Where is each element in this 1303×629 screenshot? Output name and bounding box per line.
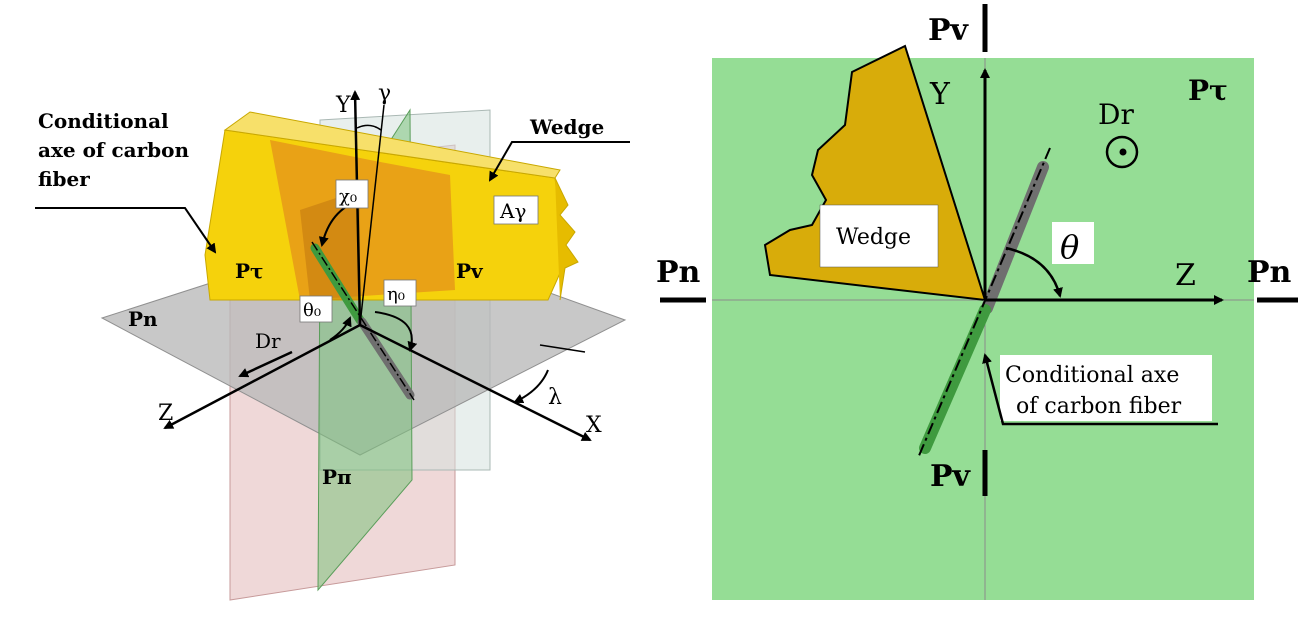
fiber-axis-dashdot-right — [917, 147, 1051, 459]
agamma-label-box — [493, 195, 539, 225]
x-axis-arrow — [359, 323, 592, 442]
right-2d-diagram: Pv Pv Pn Pn Pτ Y Z Dr θ Wedge Conditiona… — [656, 4, 1298, 600]
right-axis-y-label: Y — [929, 77, 951, 112]
right-pv-bottom-label: Pv — [930, 459, 972, 494]
left-3d-diagram: Y γ Z X χ₀ θ₀ η₀ λ Dr Aγ Pτ Pv Pn Pп Con… — [35, 81, 630, 601]
left-pn-label: Pn — [128, 307, 158, 331]
fiber-rod-green-right — [919, 304, 991, 454]
left-lambda-label: λ — [548, 385, 562, 410]
fiber-callout-leader-right — [982, 353, 1218, 426]
lambda-line — [539, 344, 586, 353]
fiber-rod-green — [310, 243, 365, 325]
wedge-label-box — [819, 204, 939, 268]
dr-arrow — [238, 350, 293, 378]
theta-label-box — [1052, 222, 1094, 264]
left-axis-z-label: Z — [158, 401, 173, 426]
chi0-label-box — [335, 179, 369, 209]
wedge-inner-shadow — [300, 190, 360, 300]
theta0-label-box — [299, 295, 333, 323]
fiber-callout-line3: fiber — [38, 167, 90, 191]
z-axis-arrow — [163, 323, 361, 430]
fiber-rod-gray-right — [981, 161, 1049, 314]
left-agamma-label: Aγ — [499, 199, 526, 223]
left-axis-y-label: Y — [335, 93, 351, 118]
right-pn-right-label: Pn — [1247, 255, 1292, 290]
right-wedge-label: Wedge — [836, 225, 911, 250]
theta0-arc — [329, 316, 352, 341]
wedge-serrations — [554, 177, 579, 301]
left-eta0-label: η₀ — [387, 284, 405, 305]
fiber-axis-dashdot — [311, 241, 415, 401]
dr-circle-symbol — [1105, 135, 1139, 169]
gamma-arc — [356, 124, 382, 131]
wedge-callout-label: Wedge — [529, 115, 604, 139]
left-dr-label: Dr — [255, 329, 281, 353]
wedge-callout-leader — [488, 141, 630, 182]
theta-arc — [1005, 246, 1063, 298]
lambda-arc — [513, 369, 549, 404]
fiber-rod-gray — [357, 317, 415, 400]
right-pv-top-label: Pv — [928, 13, 970, 48]
dr-dot — [1119, 148, 1127, 156]
y-axis-arrow — [350, 90, 362, 326]
left-axis-x-label: X — [586, 413, 602, 438]
eta0-arc — [374, 311, 418, 352]
right-theta-label: θ — [1060, 228, 1079, 266]
left-ptau-label: Pτ — [235, 259, 264, 283]
right-fiber-callout-line2: of carbon fiber — [1016, 394, 1182, 419]
left-theta0-label: θ₀ — [303, 300, 321, 321]
left-ppi-label: Pп — [322, 465, 352, 489]
right-fiber-callout-line1: Conditional axe — [1005, 363, 1179, 388]
right-dr-label: Dr — [1098, 98, 1134, 131]
wedge-top-face — [223, 111, 561, 179]
eta0-label-box — [383, 279, 417, 307]
fiber-callout-leader — [35, 207, 217, 254]
right-ptau-label: Pτ — [1188, 74, 1228, 107]
fiber-callout-line1: Conditional — [38, 109, 169, 133]
left-gamma-label: γ — [378, 81, 391, 106]
fiber-callout-box — [1000, 355, 1212, 421]
left-chi0-label: χ₀ — [339, 186, 357, 207]
left-pv-label: Pv — [456, 259, 484, 283]
right-pn-left-label: Pn — [656, 255, 701, 290]
fiber-callout-line2: axe of carbon — [38, 138, 189, 162]
right-axis-z-label: Z — [1175, 258, 1196, 293]
gamma-line — [359, 104, 385, 326]
